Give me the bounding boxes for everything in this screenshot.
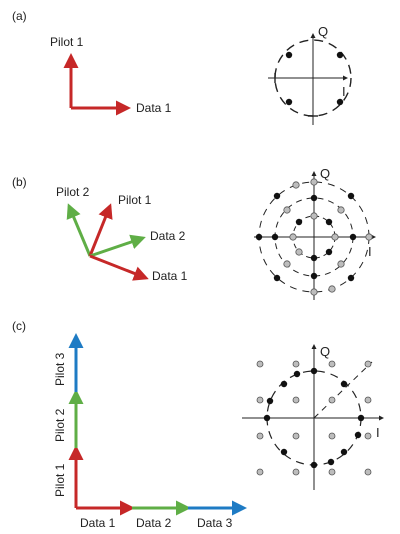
constellation-point	[285, 51, 293, 59]
pilot-2-label: Pilot 2	[56, 185, 90, 199]
constellation-point	[266, 397, 274, 405]
constellation-point	[364, 396, 372, 404]
constellation-point	[310, 288, 318, 296]
constellation-point	[289, 233, 297, 241]
constellation-point	[256, 360, 264, 368]
constellation-point	[283, 206, 291, 214]
constellation-point	[255, 233, 263, 241]
constellation-point	[310, 367, 318, 375]
constellation-point	[256, 468, 264, 476]
pilot-1-label: Pilot 1	[53, 463, 67, 497]
constellation-point	[328, 360, 336, 368]
panel-b-label: (b)	[12, 175, 27, 189]
constellation-point	[292, 432, 300, 440]
constellation-point	[310, 272, 318, 280]
constellation-point	[364, 468, 372, 476]
constellation-point	[271, 233, 279, 241]
constellation-point	[292, 396, 300, 404]
constellation-point	[325, 248, 333, 256]
pilot-1-vector	[88, 203, 113, 257]
constellation-point	[347, 192, 355, 200]
constellation-point	[357, 414, 365, 422]
constellation-points-c	[256, 360, 372, 476]
data-1-label: Data 1	[152, 269, 188, 283]
constellation-point	[364, 360, 372, 368]
constellation-point	[336, 51, 344, 59]
constellation-point	[328, 396, 336, 404]
i-axis-label: I	[376, 425, 380, 440]
panel-a-label: (a)	[12, 9, 27, 23]
constellation-points-b	[255, 178, 373, 296]
constellation-point	[327, 458, 335, 466]
constellation-point	[349, 233, 357, 241]
constellation-point	[328, 432, 336, 440]
constellation-point	[337, 260, 345, 268]
i-axis-label: I	[368, 244, 372, 259]
q-axis-label: Q	[318, 24, 328, 39]
constellation-point	[263, 414, 271, 422]
constellation-point	[340, 380, 348, 388]
constellation-point	[328, 468, 336, 476]
constellation-point	[295, 218, 303, 226]
data-1-label: Data 1	[80, 516, 116, 530]
panel-c-label: (c)	[12, 319, 26, 333]
constellation-point	[256, 432, 264, 440]
constellation-point	[310, 461, 318, 469]
constellation-point	[292, 468, 300, 476]
constellation-point	[283, 260, 291, 268]
constellation-point	[280, 380, 288, 388]
pilot-2-vector	[66, 203, 92, 257]
q-axis-label: Q	[320, 344, 330, 359]
data-2-vector	[89, 234, 146, 258]
pilot-1-label: Pilot 1	[118, 193, 152, 207]
constellation-point	[280, 448, 288, 456]
data-1-vector	[89, 254, 149, 281]
constellation-c: Q I	[242, 344, 384, 490]
constellation-point	[292, 360, 300, 368]
panel-b: (b) Pilot 2 Pilot 1 Data 2 Data 1 Q I	[12, 166, 376, 300]
constellation-point	[292, 181, 300, 189]
data-2-label: Data 2	[150, 229, 186, 243]
constellation-point	[337, 206, 345, 214]
constellation-point	[295, 248, 303, 256]
pilot-2-label: Pilot 2	[53, 408, 67, 442]
constellation-point	[340, 448, 348, 456]
q-axis-label: Q	[320, 166, 330, 181]
constellation-point	[285, 98, 293, 106]
constellation-point	[336, 98, 344, 106]
constellation-point	[347, 274, 355, 282]
constellation-a: Q I	[268, 24, 352, 125]
constellation-point	[273, 274, 281, 282]
i-axis-label: I	[342, 84, 346, 99]
constellation-point	[256, 396, 264, 404]
data-3-label: Data 3	[197, 516, 233, 530]
constellation-point	[331, 233, 339, 241]
constellation-point	[310, 178, 318, 186]
panel-c: (c) Pilot 1 Pilot 2 Pilot 3 Data 1 Data …	[12, 319, 384, 530]
constellation-point	[354, 431, 362, 439]
constellation-point	[273, 192, 281, 200]
dashed-circle	[274, 39, 352, 117]
constellation-point	[365, 233, 373, 241]
pilot-3-label: Pilot 3	[53, 352, 67, 386]
constellation-point	[310, 194, 318, 202]
data-2-label: Data 2	[136, 516, 172, 530]
pilot-1-label: Pilot 1	[50, 35, 84, 49]
constellation-point	[325, 218, 333, 226]
constellation-point	[364, 432, 372, 440]
constellation-point	[310, 254, 318, 262]
data-1-label: Data 1	[136, 101, 172, 115]
dashed-radius	[313, 361, 373, 419]
panel-a: (a) Pilot 1 Data 1 Q I	[12, 9, 352, 125]
constellation-b: Q I	[254, 166, 376, 300]
constellation-point	[293, 370, 301, 378]
constellation-point	[328, 285, 336, 293]
constellation-point	[310, 212, 318, 220]
